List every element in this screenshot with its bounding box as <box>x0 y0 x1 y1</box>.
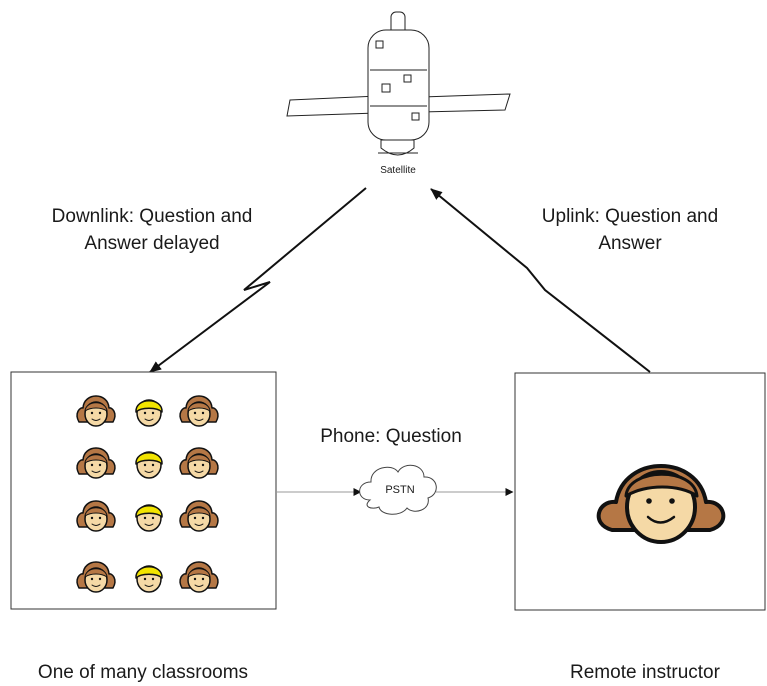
student-face-icon <box>76 395 116 427</box>
downlink-label-line1: Downlink: Question and <box>51 206 253 227</box>
student-grid <box>76 395 219 593</box>
phone-label: Phone: Question <box>320 426 462 447</box>
student-face-icon <box>76 561 116 593</box>
satellite-label: Satellite <box>380 165 416 176</box>
uplink-arrow <box>430 188 651 373</box>
student-face-icon <box>135 399 163 427</box>
student-face-icon <box>179 395 219 427</box>
uplink-label: Uplink: Question and Answer <box>510 203 750 257</box>
student-face-icon <box>179 561 219 593</box>
student-face-icon <box>135 451 163 479</box>
downlink-label: Downlink: Question and Answer delayed <box>20 203 284 257</box>
student-face-icon <box>179 447 219 479</box>
downlink-arrow <box>149 187 367 373</box>
student-face-icon <box>76 447 116 479</box>
uplink-label-line1: Uplink: Question and <box>541 206 719 227</box>
student-face-icon <box>179 500 219 532</box>
cloud-icon <box>359 464 437 515</box>
student-face-icon <box>135 565 163 593</box>
uplink-label-line2: Answer <box>598 233 662 254</box>
downlink-label-line2: Answer delayed <box>84 233 220 254</box>
student-face-icon <box>76 500 116 532</box>
instructor-face-icon <box>596 464 726 544</box>
classroom-caption: One of many classrooms <box>37 662 249 683</box>
satellite-icon <box>286 11 511 156</box>
pstn-label: PSTN <box>385 484 415 496</box>
student-face-icon <box>135 504 163 532</box>
instructor-caption: Remote instructor <box>570 662 720 683</box>
